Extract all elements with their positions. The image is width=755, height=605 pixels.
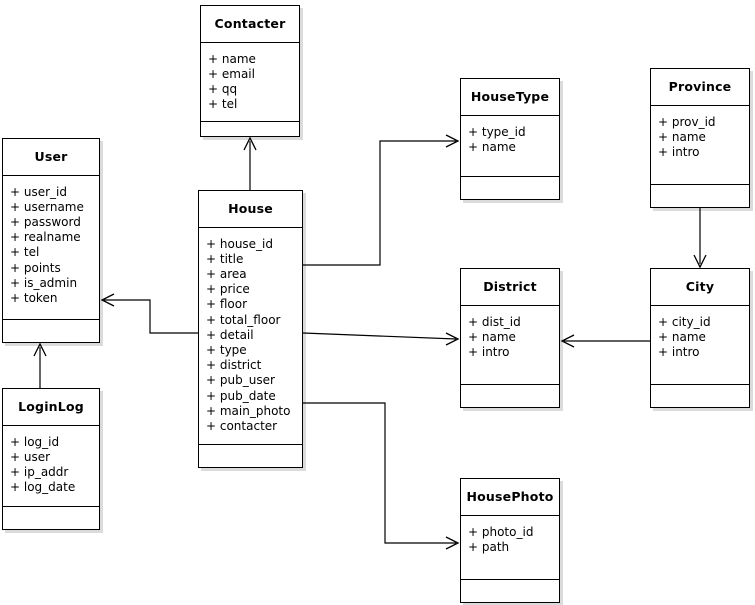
- attribute-row: + total_floor: [206, 312, 281, 327]
- attribute-row: + district: [206, 358, 262, 373]
- class-attributes-loginlog: + log_id+ user+ ip_addr+ log_date: [3, 426, 99, 507]
- connector-city-district: [560, 334, 650, 348]
- attribute-row: + title: [206, 251, 244, 266]
- attribute-row: + log_date: [10, 480, 76, 495]
- attribute-row: + username: [10, 199, 84, 214]
- uml-class-housetype[interactable]: HouseType+ type_id+ name: [460, 78, 560, 200]
- attribute-row: + prov_id: [658, 114, 716, 129]
- attribute-row: + city_id: [658, 314, 711, 329]
- attribute-row: + detail: [206, 327, 254, 342]
- attribute-row: + user: [10, 449, 51, 464]
- attribute-row: + path: [468, 539, 510, 554]
- connector-loginlog-user: [33, 342, 47, 388]
- class-name-user: User: [3, 139, 99, 176]
- class-attributes-house: + house_id+ title+ area+ price+ floor+ t…: [199, 228, 302, 445]
- attribute-row: + realname: [10, 230, 81, 245]
- attribute-row: + name: [208, 51, 256, 66]
- class-name-city: City: [651, 269, 749, 306]
- attribute-row: + pub_user: [206, 373, 275, 388]
- connector-house-housephoto: [303, 402, 460, 550]
- attribute-row: + user_id: [10, 184, 67, 199]
- attribute-row: + name: [468, 139, 516, 154]
- uml-class-city[interactable]: City+ city_id+ name+ intro: [650, 268, 750, 408]
- uml-class-house[interactable]: House+ house_id+ title+ area+ price+ flo…: [198, 190, 303, 468]
- class-name-district: District: [461, 269, 559, 306]
- attribute-row: + password: [10, 214, 81, 229]
- uml-class-contacter[interactable]: Contacter+ name+ email+ qq+ tel: [200, 5, 300, 137]
- attribute-row: + log_id: [10, 434, 60, 449]
- connector-house-user: [100, 293, 198, 334]
- attribute-row: + intro: [658, 144, 700, 159]
- attribute-row: + type_id: [468, 124, 526, 139]
- class-attributes-user: + user_id+ username+ password+ realname+…: [3, 176, 99, 320]
- class-name-house: House: [199, 191, 302, 228]
- attribute-row: + intro: [658, 344, 700, 359]
- attribute-row: + tel: [208, 97, 238, 112]
- attribute-row: + house_id: [206, 236, 274, 251]
- attribute-row: + is_admin: [10, 275, 78, 290]
- class-name-loginlog: LoginLog: [3, 389, 99, 426]
- uml-class-housephoto[interactable]: HousePhoto+ photo_id+ path: [460, 478, 560, 603]
- attribute-row: + dist_id: [468, 314, 521, 329]
- attribute-row: + name: [658, 129, 706, 144]
- class-operations-user: [3, 320, 99, 342]
- class-name-housetype: HouseType: [461, 79, 559, 116]
- class-attributes-city: + city_id+ name+ intro: [651, 306, 749, 385]
- attribute-row: + pub_date: [206, 388, 276, 403]
- connector-house-contacter: [243, 136, 257, 190]
- class-operations-housephoto: [461, 580, 559, 602]
- class-operations-contacter: [201, 122, 299, 144]
- class-attributes-province: + prov_id+ name+ intro: [651, 106, 749, 185]
- connector-province-city: [693, 208, 707, 269]
- uml-class-user[interactable]: User+ user_id+ username+ password+ realn…: [2, 138, 100, 343]
- class-attributes-housetype: + type_id+ name: [461, 116, 559, 177]
- attribute-row: + contacter: [206, 418, 278, 433]
- attribute-row: + photo_id: [468, 524, 534, 539]
- class-attributes-contacter: + name+ email+ qq+ tel: [201, 43, 299, 123]
- class-operations-housetype: [461, 177, 559, 199]
- class-operations-district: [461, 385, 559, 407]
- connector-house-district: [302, 332, 460, 346]
- attribute-row: + email: [208, 66, 255, 81]
- attribute-row: + type: [206, 342, 247, 357]
- uml-class-loginlog[interactable]: LoginLog+ log_id+ user+ ip_addr+ log_dat…: [2, 388, 100, 530]
- attribute-row: + name: [468, 329, 516, 344]
- class-operations-loginlog: [3, 507, 99, 529]
- attribute-row: + tel: [10, 245, 40, 260]
- uml-class-province[interactable]: Province+ prov_id+ name+ intro: [650, 68, 750, 208]
- attribute-row: + name: [658, 329, 706, 344]
- attribute-row: + floor: [206, 297, 248, 312]
- attribute-row: + points: [10, 260, 61, 275]
- class-attributes-district: + dist_id+ name+ intro: [461, 306, 559, 385]
- class-name-contacter: Contacter: [201, 6, 299, 43]
- connector-house-housetype: [303, 134, 460, 266]
- class-name-housephoto: HousePhoto: [461, 479, 559, 516]
- attribute-row: + qq: [208, 81, 238, 96]
- class-operations-city: [651, 385, 749, 407]
- attribute-row: + intro: [468, 344, 510, 359]
- attribute-row: + ip_addr: [10, 464, 69, 479]
- class-operations-house: [199, 445, 302, 467]
- uml-class-district[interactable]: District+ dist_id+ name+ intro: [460, 268, 560, 408]
- class-operations-province: [651, 185, 749, 207]
- class-attributes-housephoto: + photo_id+ path: [461, 516, 559, 580]
- attribute-row: + area: [206, 266, 247, 281]
- attribute-row: + price: [206, 282, 250, 297]
- class-name-province: Province: [651, 69, 749, 106]
- attribute-row: + main_photo: [206, 403, 291, 418]
- attribute-row: + token: [10, 290, 58, 305]
